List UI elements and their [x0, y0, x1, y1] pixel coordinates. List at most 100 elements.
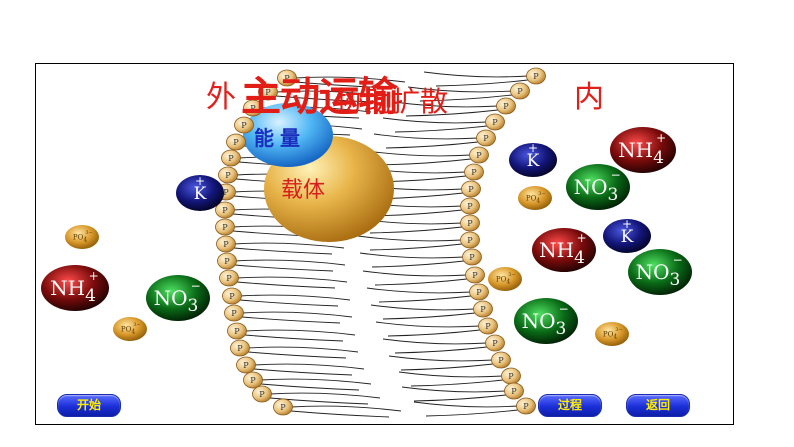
energy-label: 能量	[254, 126, 306, 150]
lipid-tail	[394, 346, 488, 354]
phosphate-head-label: P	[228, 154, 234, 163]
phosphate-head-label: P	[467, 202, 473, 211]
phosphate-head	[496, 97, 516, 115]
lipid-tail	[375, 321, 481, 328]
phosphate-head-label: P	[225, 171, 231, 180]
phosphate-head-label: P	[476, 288, 482, 297]
lipid-tail	[290, 405, 402, 412]
phosphate-head-label: P	[241, 121, 247, 130]
lipid-tail	[382, 338, 488, 345]
lipid-tail	[394, 125, 488, 133]
ion-charge: +	[656, 131, 666, 145]
phosphate-head-label: P	[250, 376, 256, 385]
lipid-tail	[425, 409, 519, 417]
lipid-tail	[269, 397, 369, 405]
lipid-tail	[234, 259, 346, 266]
phosphate-head	[215, 218, 235, 236]
lipid-tail	[413, 401, 519, 408]
lipid-tail	[370, 304, 476, 311]
lipid-tail	[419, 94, 513, 102]
phosphate-head-label: P	[284, 74, 290, 83]
ion-charge: −	[673, 253, 683, 267]
lipid-tail	[294, 76, 406, 83]
energy-sphere	[243, 103, 333, 167]
ion-nh4: NH4+	[532, 228, 596, 272]
lipid-tail	[275, 90, 387, 97]
lipid-tail	[371, 260, 465, 268]
phosphate-head	[234, 116, 254, 134]
lipid-tail	[244, 329, 356, 336]
back-button[interactable]: 返回	[626, 394, 690, 417]
ion-charge: +	[89, 269, 99, 283]
phosphate-head	[526, 67, 546, 85]
ion-subscript: 3	[670, 270, 681, 290]
lipid-tail	[405, 109, 499, 117]
phosphate-head	[216, 235, 236, 253]
process-button[interactable]: 过程	[538, 394, 602, 417]
phosphate-head	[462, 248, 482, 266]
phosphate-head-label: P	[222, 223, 228, 232]
phosphate-head-label: P	[234, 327, 240, 336]
phosphate-head-label: P	[485, 322, 491, 331]
lipid-tail	[374, 278, 468, 286]
ion-charge: 3−	[538, 191, 545, 197]
ion-charge: 3−	[615, 327, 622, 333]
ion-subscript: 4	[574, 248, 585, 268]
phosphate-head	[460, 231, 480, 249]
lipid-tail	[244, 334, 344, 342]
phosphate-head-label: P	[233, 138, 239, 147]
start-button[interactable]: 开始	[57, 394, 121, 417]
ion-charge: +	[195, 174, 205, 188]
phosphate-head	[226, 133, 246, 151]
lipid-tail	[247, 351, 347, 359]
lipid-tail	[388, 355, 494, 362]
ion-charge: 3−	[133, 322, 140, 328]
phosphate-head-label: P	[280, 403, 286, 412]
phosphate-head	[243, 99, 263, 117]
lipid-tail	[400, 363, 494, 371]
lipid-tail	[247, 346, 359, 353]
lipid-tail	[369, 243, 463, 251]
phosphate-head	[219, 269, 239, 287]
lipid-tail	[269, 392, 381, 399]
phosphate-head-label: P	[471, 168, 477, 177]
ion-subscript: 4	[506, 278, 510, 285]
phosphate-head	[217, 252, 237, 270]
phosphate-head	[485, 334, 505, 352]
ion-subscript: 4	[536, 197, 540, 204]
phosphate-head-label: P	[492, 118, 498, 127]
phosphate-head-label: P	[533, 72, 539, 81]
lipid-tail	[393, 101, 499, 108]
phosphate-head	[252, 385, 272, 403]
lipid-tail	[239, 294, 351, 301]
ion-no3: NO3−	[146, 275, 210, 321]
ion-subscript: 3	[556, 319, 567, 339]
phosphate-head	[215, 201, 235, 219]
ion-subscript: 3	[188, 296, 199, 316]
ion-label: PO4	[73, 233, 87, 243]
phosphate-head-label: P	[223, 188, 229, 197]
ion-charge: −	[191, 279, 201, 293]
ion-charge: 3−	[508, 272, 515, 278]
lipid-tail	[253, 368, 353, 376]
lipid-tail	[260, 378, 372, 385]
ion-subscript: 4	[85, 286, 96, 306]
phosphate-head	[273, 398, 293, 416]
phosphate-head-label: P	[472, 271, 478, 280]
ion-charge: −	[611, 168, 621, 182]
phosphate-head	[221, 149, 241, 167]
lipid-tail	[382, 312, 476, 320]
phosphate-head	[460, 214, 480, 232]
ion-no3: NO3−	[628, 249, 692, 295]
phosphate-head-label: P	[223, 240, 229, 249]
phosphate-head	[464, 163, 484, 181]
ion-charge: 3−	[85, 230, 92, 236]
phosphate-head	[465, 266, 485, 284]
lipid-tail	[366, 150, 472, 157]
phosphate-head-label: P	[492, 339, 498, 348]
